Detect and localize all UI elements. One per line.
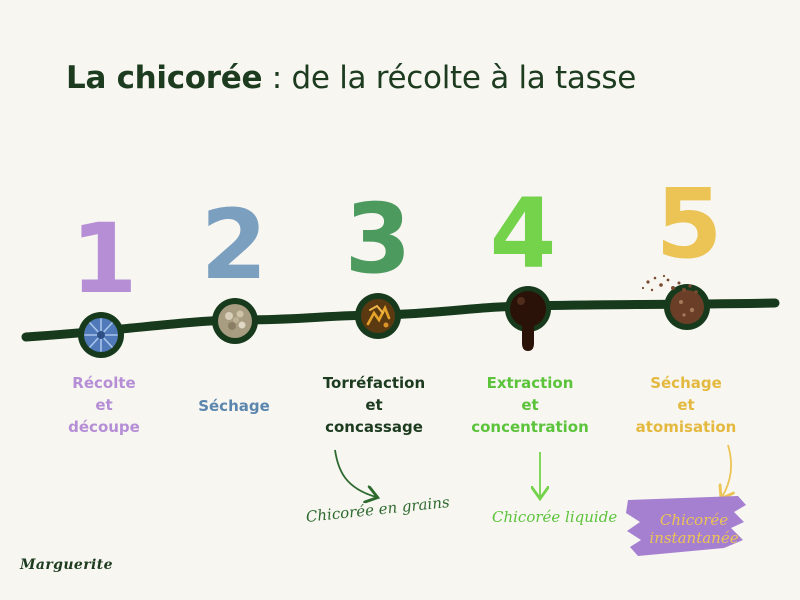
powder-icon	[641, 274, 710, 330]
product-instant: Chicorée instantanée	[646, 511, 742, 547]
title-bold: La chicorée	[66, 60, 263, 96]
step-label-line: et	[365, 396, 383, 414]
step-label-line: Séchage	[198, 397, 270, 415]
title-rest: : de la récolte à la tasse	[262, 60, 637, 96]
brush-stroke	[626, 496, 746, 556]
step-label-line: découpe	[68, 418, 140, 436]
step-number-3: 3	[345, 183, 412, 295]
step-label-line: et	[521, 396, 539, 414]
step-number-2: 2	[201, 189, 268, 301]
brand-logo: Marguerite	[20, 557, 113, 573]
step-label-1: Récolte et découpe	[24, 372, 184, 438]
product-liquid: Chicorée liquide	[492, 508, 617, 526]
arrow-to-instant	[722, 444, 731, 497]
step-label-line: concentration	[471, 418, 589, 436]
product-instant-line: instantanée	[649, 529, 739, 547]
step-label-line: concassage	[325, 418, 423, 436]
step-label-line: Récolte	[72, 374, 136, 392]
step-label-2: Séchage	[154, 395, 314, 417]
step-label-3: Torréfaction et concassage	[294, 372, 454, 438]
step-label-line: Extraction	[486, 374, 574, 392]
arrow-to-grains	[334, 449, 376, 497]
step-number-4: 4	[490, 178, 557, 290]
step-label-line: et	[677, 396, 695, 414]
step-label-4: Extraction et concentration	[450, 372, 610, 438]
dried-chicory-icon	[212, 298, 258, 344]
product-instant-line: Chicorée	[659, 511, 729, 529]
step-label-line: atomisation	[635, 418, 737, 436]
page-title: La chicorée : de la récolte à la tasse	[66, 60, 636, 96]
step-label-5: Séchage et atomisation	[606, 372, 766, 438]
step-label-line: Torréfaction	[322, 374, 426, 392]
roasted-chicory-icon	[355, 293, 401, 339]
step-label-line: et	[95, 396, 113, 414]
product-liquid-text: Chicorée liquide	[492, 508, 618, 526]
chicory-flower-icon	[78, 312, 124, 358]
step-number-5: 5	[656, 168, 723, 280]
step-number-1: 1	[71, 203, 138, 315]
step-label-line: Séchage	[650, 374, 722, 392]
liquid-drip-icon	[505, 286, 551, 351]
